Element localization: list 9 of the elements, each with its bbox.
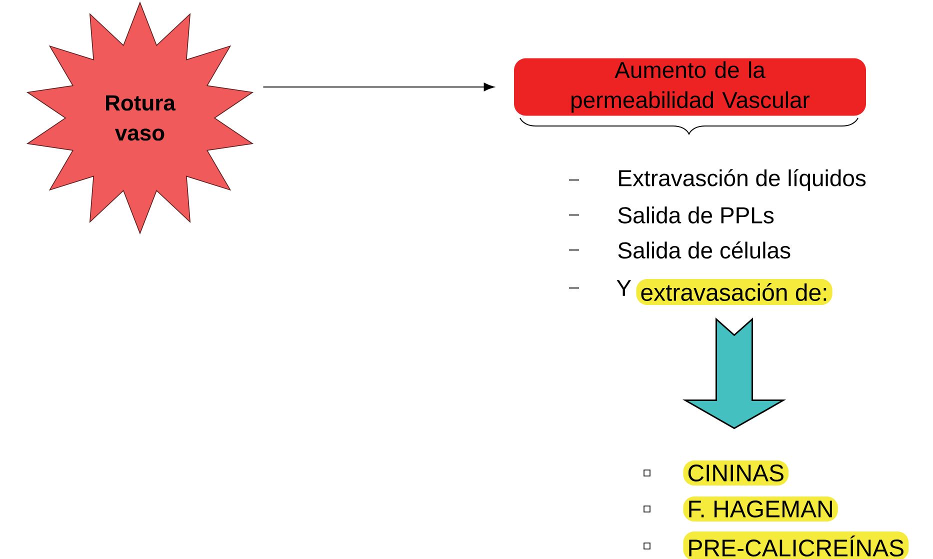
list-item: Extravasción de líquidos	[619, 169, 866, 191]
highlighted-text: CININAS	[683, 460, 789, 486]
highlighted-text: PRE-CALICREÍNAS	[683, 531, 909, 559]
highlighted-heading: Aumento de la permeabilidad Vascular	[514, 58, 866, 116]
list-item: Salida de PPLs	[618, 206, 774, 224]
highlighted-text: F. HAGEMAN	[683, 496, 838, 522]
highlighted-text: extravasación de:	[636, 279, 832, 305]
arrow	[262, 82, 494, 92]
block-arrow	[682, 317, 786, 430]
